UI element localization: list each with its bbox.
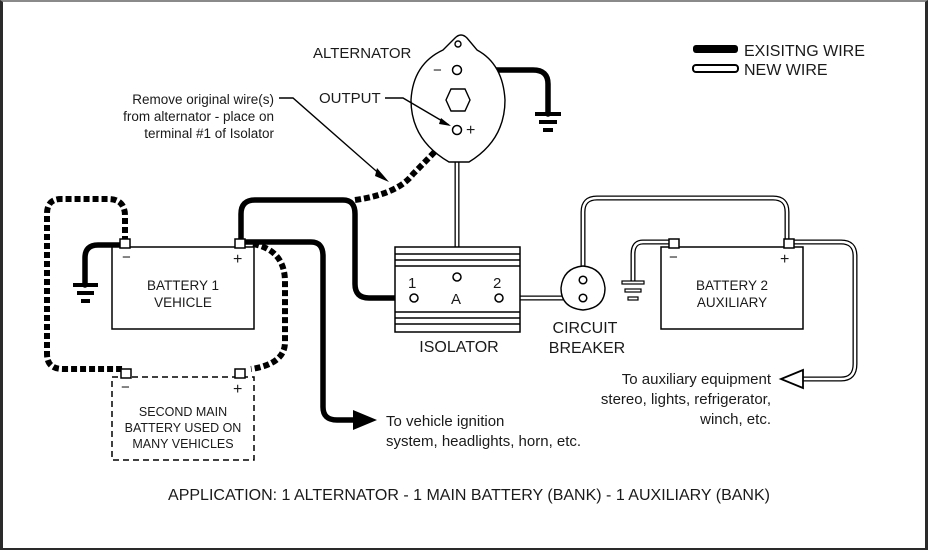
second-battery-negative-jumper <box>44 196 128 372</box>
circuit-breaker <box>560 265 606 311</box>
output-label: OUTPUT <box>319 90 381 107</box>
battery2-negative-sign: − <box>669 249 678 266</box>
battery1-to-isolator-wire <box>238 197 416 301</box>
output-leader-line <box>385 97 450 126</box>
alternator-pulley-icon <box>445 88 471 112</box>
legend: EXISITNG WIRE NEW WIRE <box>692 43 865 79</box>
battery1-label-line1: BATTERY 1 <box>147 278 219 293</box>
legend-new-wire-label: NEW WIRE <box>744 62 828 79</box>
breaker-to-battery2-new-wire <box>581 196 789 282</box>
isolator-terminal-2-label: 2 <box>493 275 501 292</box>
vehicle-loads-line1: To vehicle ignition <box>386 413 504 430</box>
isolator-terminal-2 <box>494 293 504 303</box>
removed-original-wire <box>354 127 458 203</box>
second-battery-negative-sign: − <box>121 379 130 396</box>
battery1: − + BATTERY 1 VEHICLE <box>111 238 255 330</box>
battery2-label-line2: AUXILIARY <box>697 295 767 310</box>
note-line-3: terminal #1 of Isolator <box>144 126 274 141</box>
alternator-mount-hole <box>454 40 462 48</box>
alternator-ground-icon <box>535 112 561 132</box>
isolator: 1 A 2 <box>394 246 521 333</box>
wiring-diagram: EXISITNG WIRE NEW WIRE <box>44 34 865 504</box>
vehicle-loads-line2: system, headlights, horn, etc. <box>386 433 581 450</box>
isolator-terminal-a <box>452 272 462 282</box>
battery2-to-aux-loads-new-wire <box>789 240 857 381</box>
breaker-terminal-bottom <box>578 293 588 303</box>
note-line-2: from alternator - place on <box>123 109 274 124</box>
second-battery-label-line3: MANY VEHICLES <box>132 437 233 451</box>
second-battery-label-line2: BATTERY USED ON <box>125 421 242 435</box>
aux-loads-line1: To auxiliary equipment <box>622 371 772 388</box>
battery1-negative-sign: − <box>122 249 131 266</box>
application-caption: APPLICATION: 1 ALTERNATOR - 1 MAIN BATTE… <box>168 487 770 504</box>
isolator-terminal-1-label: 1 <box>408 275 416 292</box>
alternator-negative-sign: − <box>433 62 442 79</box>
battery2-ground-new-wire <box>631 240 671 282</box>
isolator-terminal-a-label: A <box>451 291 461 308</box>
legend-existing-wire-swatch <box>693 45 738 53</box>
battery2-label-line1: BATTERY 2 <box>696 278 768 293</box>
battery1-label-line2: VEHICLE <box>154 295 212 310</box>
battery2-positive-sign: + <box>780 251 789 268</box>
alternator-ground-wire <box>456 67 551 117</box>
second-battery-label-line1: SECOND MAIN <box>139 405 227 419</box>
circuit-breaker-label-line2: BREAKER <box>549 340 625 357</box>
legend-new-wire-swatch <box>692 64 739 73</box>
aux-loads-arrow <box>778 368 804 390</box>
aux-loads-line3: winch, etc. <box>699 411 771 428</box>
alternator-positive-terminal <box>451 124 463 136</box>
battery1-positive-sign: + <box>233 251 242 268</box>
aux-loads-line2: stereo, lights, refrigerator, <box>601 391 771 408</box>
alternator-label: ALTERNATOR <box>313 45 412 62</box>
battery1-ground-icon <box>73 283 98 303</box>
second-main-battery: − + SECOND MAIN BATTERY USED ON MANY VEH… <box>111 368 255 461</box>
note-leader-line <box>279 97 384 178</box>
alternator-negative-terminal <box>451 64 463 76</box>
second-battery-positive-sign: + <box>233 381 242 398</box>
note-line-1: Remove original wire(s) <box>132 92 274 107</box>
isolator-label: ISOLATOR <box>419 339 498 356</box>
vehicle-loads-wire <box>240 239 358 423</box>
alternator: − + <box>410 34 506 163</box>
vehicle-loads-arrow <box>353 410 377 430</box>
isolator-terminal-1 <box>409 293 419 303</box>
second-battery-positive-jumper <box>250 241 288 372</box>
battery2-ground-icon <box>621 280 645 301</box>
circuit-breaker-label-line1: CIRCUIT <box>553 320 618 337</box>
legend-existing-wire-label: EXISITNG WIRE <box>744 43 865 60</box>
battery2: − + BATTERY 2 AUXILIARY <box>660 238 804 330</box>
battery1-ground-wire <box>82 242 128 288</box>
alternator-positive-sign: + <box>466 122 475 139</box>
breaker-terminal-top <box>578 275 588 285</box>
